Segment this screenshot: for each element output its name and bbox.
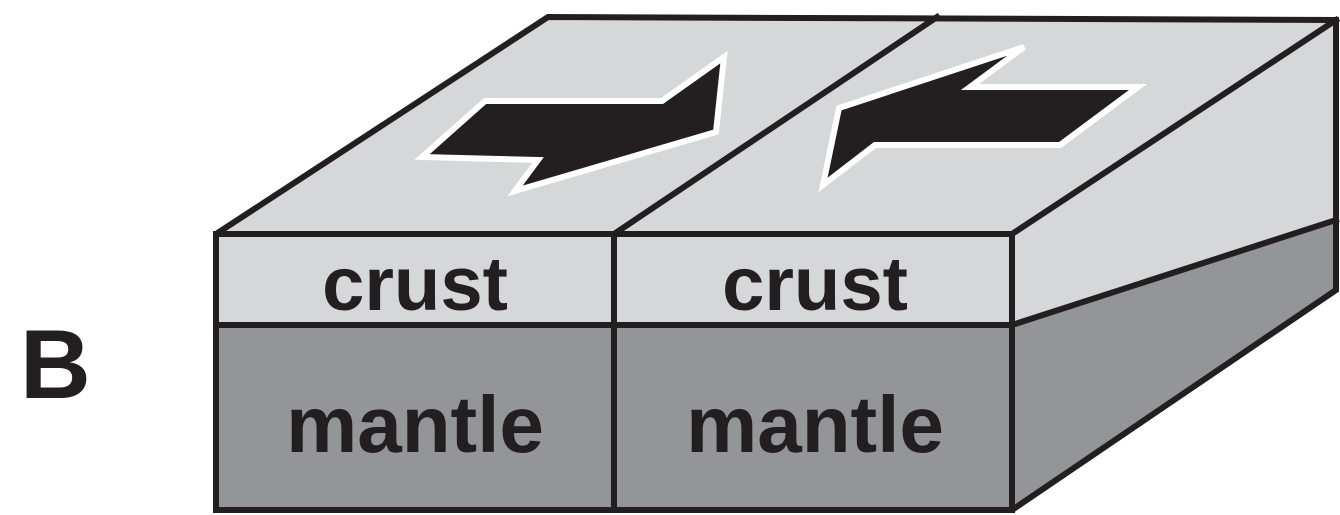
crust-label-right: crust xyxy=(722,242,908,327)
mantle-label-left: mantle xyxy=(286,380,544,469)
mantle-label-right: mantle xyxy=(686,380,944,469)
panel-label: B xyxy=(20,309,91,419)
crust-label-left: crust xyxy=(322,242,508,327)
